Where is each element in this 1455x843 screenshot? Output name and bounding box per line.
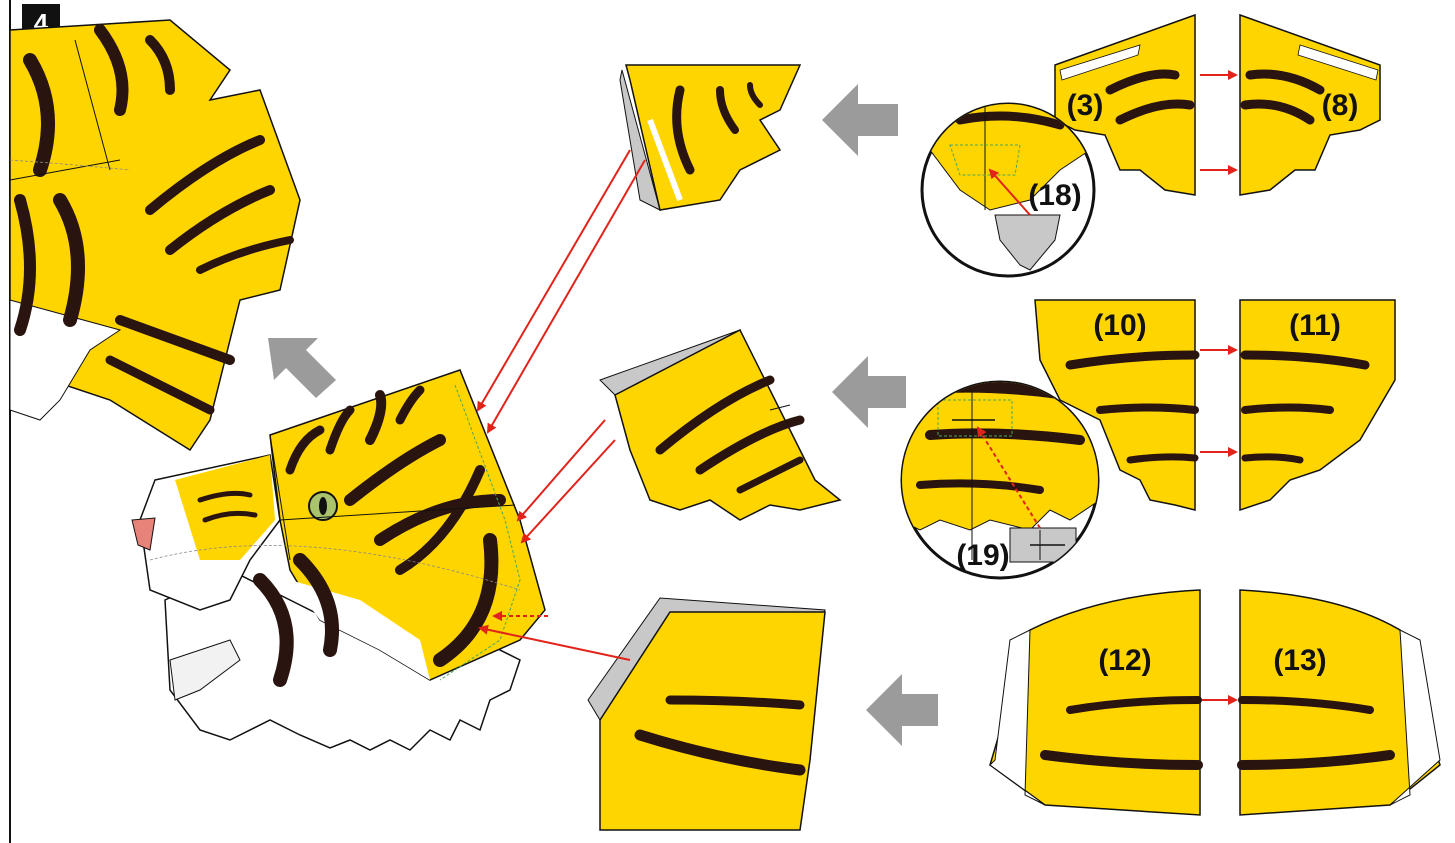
part-13: (13) [1237,589,1441,816]
red-assembly-arrow-icon [476,149,646,661]
detail-magnifier-circle-icon: (19) [900,380,1100,580]
label-part-3: (3) [1067,89,1104,122]
piece-bottom-middle [587,597,826,831]
detail-magnifier-circle-icon: (18) [920,102,1096,278]
label-part-19: (19) [956,539,1009,572]
label-part-18: (18) [1028,179,1081,212]
gray-direction-arrow-icon [832,356,906,428]
label-part-10: (10) [1093,309,1146,342]
gray-direction-arrow-icon [866,674,938,746]
label-part-13: (13) [1273,644,1326,677]
gray-direction-arrow-icon [268,338,336,398]
piece-top-middle [619,64,802,211]
label-part-12: (12) [1098,644,1151,677]
tiger-head-assembly [131,369,546,751]
part-10: (10) [1034,299,1200,511]
part-11: (11) [1239,299,1396,512]
gray-direction-arrow-icon [822,84,898,156]
label-part-11: (11) [1289,309,1341,342]
part-12: (12) [989,589,1203,816]
part-3: (3) [1054,13,1196,196]
assembled-head-back [9,19,301,452]
part-8: (8) [1239,13,1381,196]
piece-mid-middle [599,328,842,521]
label-part-8: (8) [1322,89,1359,122]
